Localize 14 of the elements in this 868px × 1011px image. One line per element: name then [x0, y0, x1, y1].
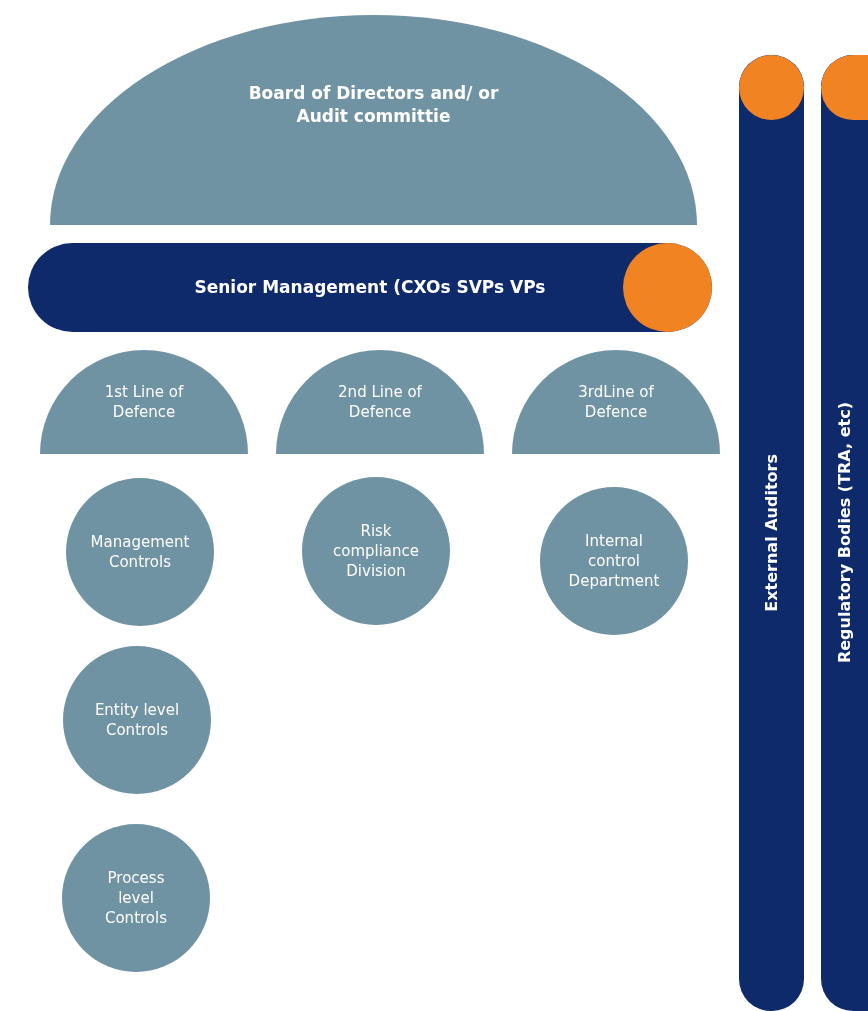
node-label: 1st Line of Defence — [103, 381, 185, 423]
vertical-bar — [739, 55, 804, 1011]
node-label: Board of Directors and/ or Audit committie — [247, 82, 500, 128]
node-label: Process level Controls — [103, 867, 168, 929]
node-label: 2nd Line of Defence — [337, 381, 423, 423]
node-label: Regulatory Bodies (TRA, etc) — [833, 402, 855, 664]
node-label: Risk compliance Division — [331, 520, 421, 582]
node-label: Management Controls — [89, 531, 191, 573]
node-label: 3rdLine of Defence — [577, 381, 655, 423]
node-label: Internal control Department — [567, 530, 661, 592]
node-label: Senior Management (CXOs SVPs VPs — [194, 276, 546, 299]
node-label: External Auditors — [760, 454, 782, 612]
vertical-bar — [821, 55, 868, 1011]
node-label: Entity level Controls — [93, 699, 181, 741]
